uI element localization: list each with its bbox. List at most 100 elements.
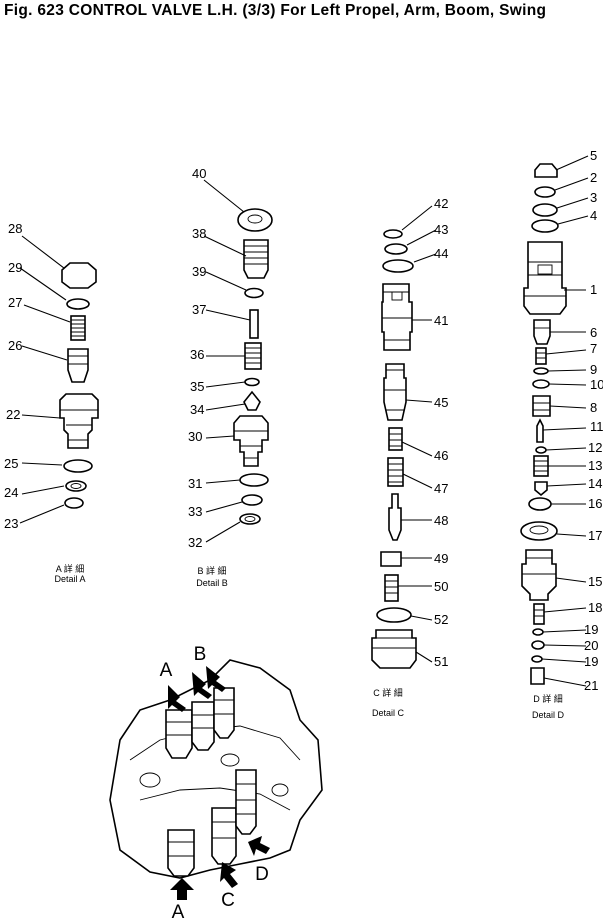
- detail-d-caption: Detail D: [532, 710, 565, 720]
- part-10-ring: [532, 379, 550, 389]
- part-51-cap: [371, 629, 417, 669]
- assembly-label-c-3: C: [221, 890, 235, 911]
- part-label-26: 26: [8, 338, 22, 353]
- assembly-label-a-2: A: [172, 902, 185, 920]
- part-label-27: 27: [8, 295, 22, 310]
- part-label-21-21: 21: [584, 678, 598, 693]
- part-label-45: 45: [434, 395, 448, 410]
- part-label-6-5: 6: [590, 325, 597, 340]
- part-label-13-12: 13: [588, 458, 602, 473]
- assembly-plug-d: [235, 769, 257, 835]
- arrow-d: [248, 836, 270, 856]
- part-label-38: 38: [192, 226, 206, 241]
- part-29-ring: [66, 298, 90, 310]
- part-34-poppet: [243, 390, 261, 411]
- part-label-49: 49: [434, 551, 448, 566]
- assembly-label-a-0: A: [160, 660, 173, 681]
- detail-d-caption-jp: D 詳 細: [533, 693, 563, 704]
- part-44-ring: [382, 259, 414, 273]
- part-label-41: 41: [434, 313, 448, 328]
- part-3-ring: [532, 203, 558, 217]
- part-20-ring: [531, 640, 545, 650]
- arrow-c: [220, 862, 238, 888]
- detail-d-group: [520, 155, 589, 687]
- assembly-label-b-1: B: [194, 644, 207, 665]
- part-label-52: 52: [434, 612, 448, 627]
- part-label-12-11: 12: [588, 440, 602, 455]
- detail-c-group: [371, 205, 437, 669]
- part-19-ring: [532, 628, 544, 636]
- part-label-51: 51: [434, 654, 448, 669]
- part-23-ring: [64, 497, 84, 509]
- part-4-ring: [531, 219, 559, 233]
- part-43-ring: [384, 243, 408, 255]
- arrow-a-top: [168, 685, 186, 712]
- part-label-35: 35: [190, 379, 204, 394]
- part-label-17-15: 17: [588, 528, 602, 543]
- assembly-plug-b-top: [191, 701, 215, 751]
- part-label-29: 29: [8, 260, 22, 275]
- assembly-plug-a-bottom: [167, 829, 195, 877]
- part-41-sleeve: [381, 283, 413, 351]
- part-50-spring: [384, 574, 399, 602]
- part-label-46: 46: [434, 448, 448, 463]
- part-40-nut: [237, 208, 273, 232]
- part-label-23: 23: [4, 516, 18, 531]
- part-47-spring: [387, 457, 404, 487]
- part-18-spring: [533, 603, 545, 625]
- part-label-16-14: 16: [588, 496, 602, 511]
- part-39-ring: [244, 287, 264, 299]
- part-label-39: 39: [192, 264, 206, 279]
- part-24-ring: [65, 480, 87, 492]
- part-30-seat: [233, 415, 269, 467]
- part-label-31: 31: [188, 476, 202, 491]
- part-19b-ring: [531, 655, 543, 663]
- part-8-nut: [532, 395, 551, 417]
- arrow-b-2: [206, 666, 226, 692]
- part-label-7-6: 7: [590, 341, 597, 356]
- part-label-8-9: 8: [590, 400, 597, 415]
- part-33-ring: [241, 494, 263, 506]
- part-26-poppet: [67, 348, 89, 383]
- part-label-42: 42: [434, 196, 448, 211]
- part-label-5-0: 5: [590, 148, 597, 163]
- part-37-pin: [249, 309, 259, 339]
- detail-b-group: [203, 179, 273, 543]
- assembly-plug-c-top: [213, 687, 235, 739]
- part-label-47: 47: [434, 481, 448, 496]
- part-49-retainer: [380, 551, 402, 567]
- part-46-spring: [388, 427, 403, 451]
- assembly-label-d-4: D: [255, 864, 269, 885]
- part-2-ring: [534, 186, 556, 198]
- part-label-19-18: 19: [584, 622, 598, 637]
- detail-b-caption: Detail B: [196, 578, 228, 588]
- part-14-poppet: [534, 481, 548, 497]
- part-label-11-10: 11: [590, 419, 603, 434]
- part-12-ring: [535, 446, 547, 454]
- part-label-14-13: 14: [588, 476, 602, 491]
- part-label-44: 44: [434, 246, 448, 261]
- part-label-33: 33: [188, 504, 202, 519]
- part-label-36: 36: [190, 347, 204, 362]
- part-label-50: 50: [434, 579, 448, 594]
- part-label-18-17: 18: [588, 600, 602, 615]
- part-label-40: 40: [192, 166, 206, 181]
- part-label-28: 28: [8, 221, 22, 236]
- part-label-48: 48: [434, 513, 448, 528]
- part-48-stem: [388, 493, 402, 541]
- valve-assembly: [109, 659, 323, 900]
- part-22-plug: [59, 393, 99, 449]
- figure-title: Fig. 623 CONTROL VALVE L.H. (3/3) For Le…: [4, 2, 547, 19]
- assembly-plug-c-bottom: [211, 807, 237, 865]
- part-label-32: 32: [188, 535, 202, 550]
- part-42-ring: [383, 229, 403, 239]
- part-5-plug: [534, 163, 558, 178]
- part-label-34: 34: [190, 402, 204, 417]
- detail-c-caption: Detail C: [372, 708, 405, 718]
- detail-a-caption-jp: A 詳 細: [56, 563, 85, 574]
- detail-a-group: [19, 235, 99, 524]
- arrow-a-bottom: [170, 878, 194, 900]
- part-label-43: 43: [434, 222, 448, 237]
- part-label-9-7: 9: [590, 362, 597, 377]
